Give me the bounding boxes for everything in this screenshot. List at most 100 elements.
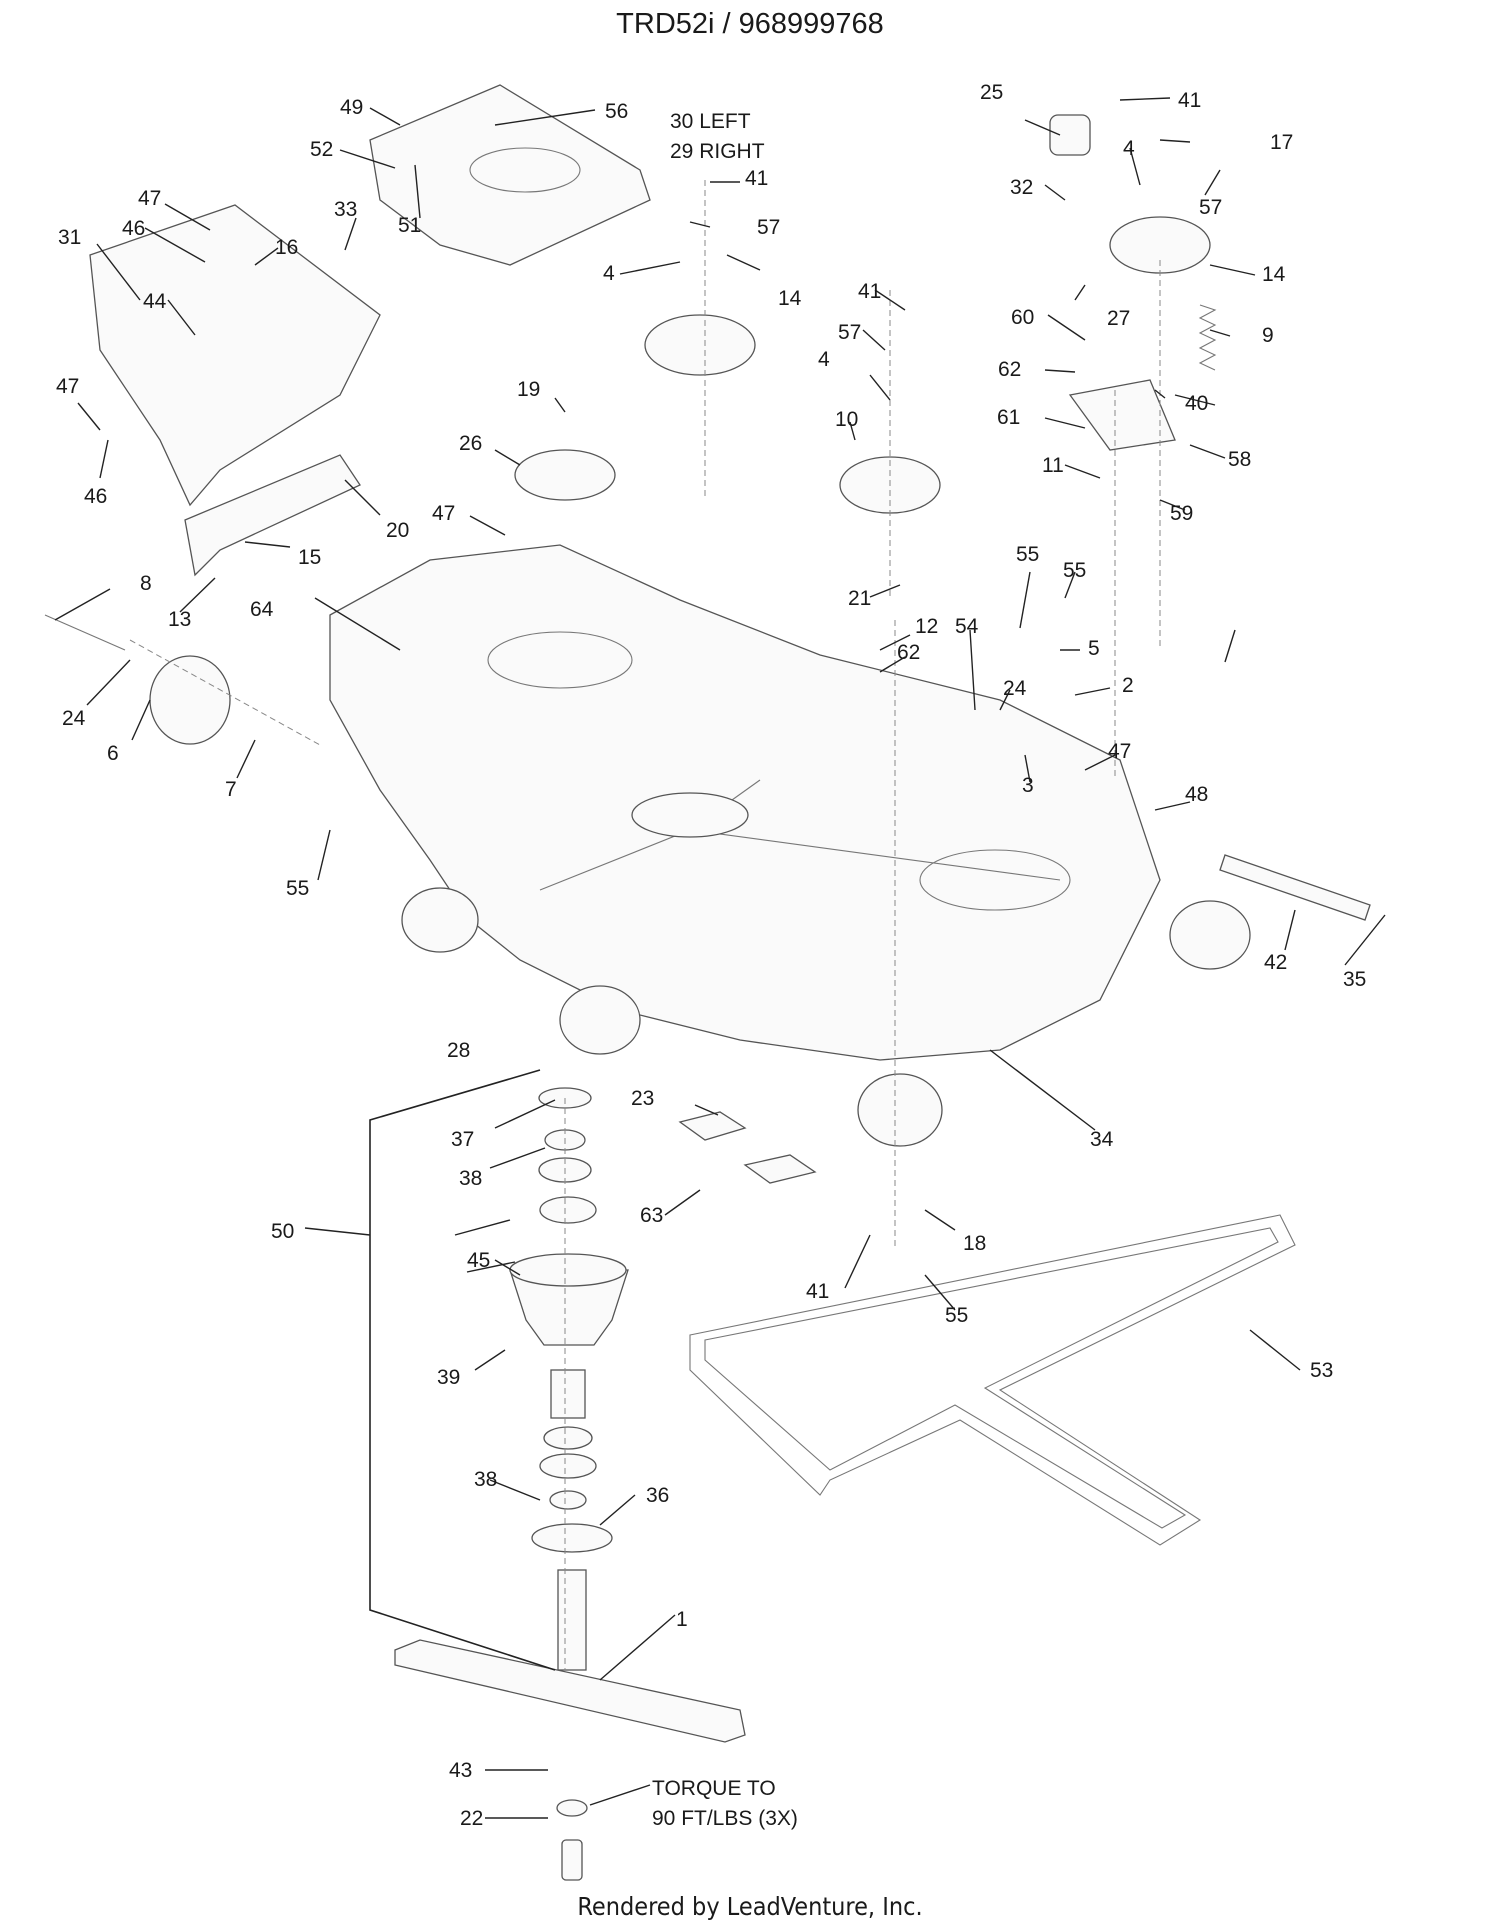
callout-14: 14 [778, 287, 802, 310]
deck-center-pulley [631, 792, 749, 838]
callout-43: 43 [449, 1759, 472, 1782]
bracket-50 [369, 1069, 556, 1671]
callout-64: 64 [250, 598, 274, 621]
callout-32: 32 [1010, 176, 1033, 199]
callout-49: 49 [340, 96, 363, 119]
callout-51: 51 [398, 214, 421, 237]
callout-45: 45 [467, 1249, 490, 1272]
callout-4: 4 [1123, 137, 1135, 160]
callout-12: 12 [915, 615, 938, 638]
deflector-left-note: 30 LEFT [670, 110, 751, 133]
pulley-26 [514, 449, 616, 501]
deck-wheel-right [1169, 900, 1251, 970]
blade [394, 1639, 746, 1743]
callout-42: 42 [1264, 951, 1287, 974]
callout-28: 28 [447, 1039, 470, 1062]
callout-40: 40 [1185, 392, 1208, 415]
deck-spindle-area-right [919, 849, 1071, 911]
callout-11: 11 [1042, 454, 1064, 477]
callout-35: 35 [1343, 968, 1366, 991]
callout-23: 23 [631, 1087, 654, 1110]
cap-25 [1049, 114, 1091, 156]
spindle-assembly [509, 1087, 629, 1671]
callout-55: 55 [1016, 543, 1039, 566]
callout-41: 41 [858, 280, 881, 303]
callout-46: 46 [84, 485, 107, 508]
belt [689, 1214, 1296, 1546]
spindle-housing [509, 1269, 629, 1346]
mower-deck [329, 544, 1161, 1061]
gauge-wheel [149, 655, 231, 745]
callout-48: 48 [1185, 783, 1208, 806]
callout-53: 53 [1310, 1359, 1333, 1382]
callout-26: 26 [459, 432, 482, 455]
callout-39: 39 [437, 1366, 460, 1389]
callout-7: 7 [225, 778, 237, 801]
callout-57: 57 [757, 216, 780, 239]
callout-6: 6 [107, 742, 119, 765]
callout-8: 8 [140, 572, 152, 595]
callout-17: 17 [1270, 131, 1293, 154]
callout-5: 5 [1088, 637, 1100, 660]
callout-58: 58 [1228, 448, 1251, 471]
callout-16: 16 [275, 236, 298, 259]
callout-19: 19 [517, 378, 540, 401]
part-shapes [44, 84, 1371, 1881]
callout-41: 41 [745, 167, 768, 190]
callout-46: 46 [122, 217, 145, 240]
callout-62: 62 [998, 358, 1021, 381]
callout-54: 54 [955, 615, 979, 638]
callout-13: 13 [168, 608, 191, 631]
callout-44: 44 [143, 290, 167, 313]
deck-wheel-front-left [559, 985, 641, 1055]
callout-1: 1 [676, 1608, 688, 1631]
callout-labels: 1 2 3 4 4 4 5 6 7 8 9 10 11 12 13 14 14 … [56, 81, 1366, 1830]
torque-note-line1: TORQUE TO [652, 1777, 776, 1800]
plate-23 [678, 1111, 747, 1141]
callout-27: 27 [1107, 307, 1130, 330]
callout-31: 31 [58, 226, 81, 249]
deck-wheel-left [401, 887, 479, 953]
text-notes: 30 LEFT 29 RIGHT TORQUE TO 90 FT/LBS (3X… [652, 110, 798, 1830]
mulch-cover [89, 204, 381, 507]
callout-41: 41 [1178, 89, 1201, 112]
callout-55: 55 [1063, 559, 1086, 582]
callout-3: 3 [1022, 774, 1034, 797]
torque-note-line2: 90 FT/LBS (3X) [652, 1807, 798, 1830]
callout-61: 61 [997, 406, 1020, 429]
deflector-right-note: 29 RIGHT [670, 140, 765, 163]
leader-lines [54, 97, 1386, 1819]
callout-4: 4 [603, 262, 615, 285]
callout-34: 34 [1090, 1128, 1114, 1151]
callout-56: 56 [605, 100, 628, 123]
callout-52: 52 [310, 138, 333, 161]
callout-21: 21 [848, 587, 871, 610]
callout-38: 38 [459, 1167, 482, 1190]
callout-55: 55 [286, 877, 309, 900]
callout-18: 18 [963, 1232, 986, 1255]
callout-59: 59 [1170, 502, 1193, 525]
spring-9 [1198, 304, 1217, 371]
callout-25: 25 [980, 81, 1003, 104]
footer-credit: Rendered by LeadVenture, Inc. [577, 1892, 923, 1921]
callout-41: 41 [806, 1280, 829, 1303]
pulley-14-center [644, 314, 756, 376]
deck-wheel-front-right [857, 1073, 943, 1147]
idler-bracket [1068, 379, 1176, 451]
bolt-8 [44, 614, 126, 651]
callout-24: 24 [62, 707, 86, 730]
callout-47: 47 [138, 187, 161, 210]
callout-10: 10 [835, 408, 858, 431]
callout-36: 36 [646, 1484, 669, 1507]
callout-33: 33 [334, 198, 357, 221]
callout-60: 60 [1011, 306, 1034, 329]
callout-55: 55 [945, 1304, 968, 1327]
callout-14: 14 [1262, 263, 1286, 286]
discharge-chute-top [369, 84, 651, 266]
callout-47: 47 [432, 502, 455, 525]
callout-22: 22 [460, 1807, 483, 1830]
callout-37: 37 [451, 1128, 474, 1151]
diagram-title: TRD52i / 968999768 [616, 8, 884, 40]
callout-47: 47 [56, 375, 79, 398]
